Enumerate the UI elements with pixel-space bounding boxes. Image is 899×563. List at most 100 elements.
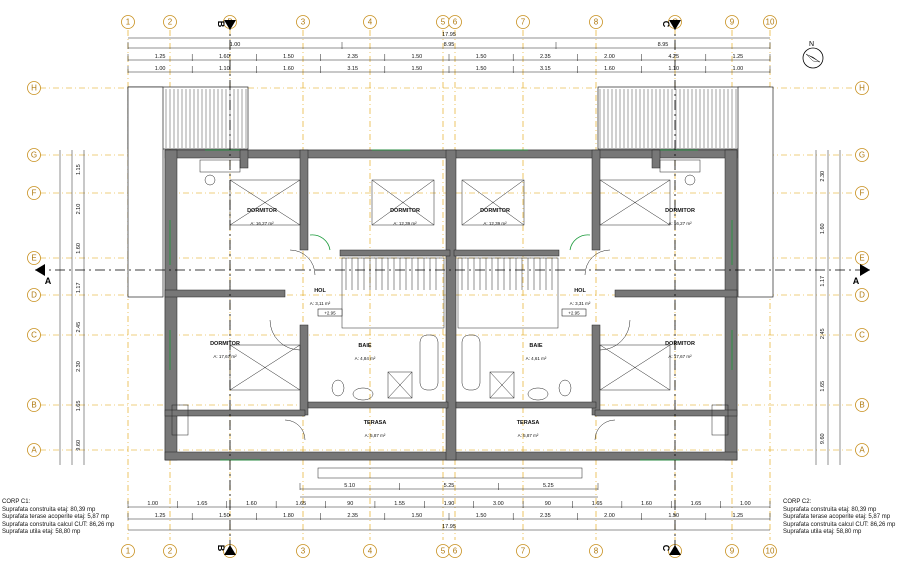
dimension-label: 8.95 — [658, 42, 669, 48]
dimension-label-vertical: 1.65 — [76, 401, 82, 412]
dimension-label: 1.00 — [733, 66, 744, 72]
grid-bubble-row: E — [27, 251, 41, 265]
dimension-label: 2.00 — [604, 513, 615, 519]
notes-c1-line: Suprafata construita etaj: 80,39 mp — [2, 506, 96, 513]
grid-bubble-col: 1 — [121, 15, 135, 29]
grid-row-label: G — [31, 151, 37, 160]
section-a-right-label: A — [853, 276, 860, 286]
section-c-bottom-label: C — [661, 545, 671, 552]
grid-bubble-col: 10 — [763, 15, 777, 29]
dimension-label: 2.35 — [540, 513, 551, 519]
door-swings — [269, 234, 631, 441]
room-area: A: 4,61 m² — [526, 356, 547, 361]
dimension-label: 3.15 — [347, 66, 358, 72]
grid-col-label: 5 — [441, 18, 446, 27]
axis-bubbles: 1122BB334455667788CC991010HHGGFFEEDDCCBB… — [27, 15, 869, 558]
dimension-label-vertical: 9.60 — [76, 440, 82, 451]
dimension-label: 1.50 — [283, 54, 294, 60]
notes-c1-line: Suprafata utila etaj: 58,80 mp — [2, 529, 81, 535]
dimension-label: 1.50 — [219, 513, 230, 519]
grid-bubble-col: 9 — [725, 544, 739, 558]
dimension-overall-top: 17.95 — [442, 32, 456, 38]
grid-col-label: 6 — [453, 547, 458, 556]
section-c-top-label: C — [661, 21, 671, 28]
dimension-label: 1.60 — [283, 66, 294, 72]
room-name: DORMITOR — [210, 341, 240, 347]
grid-row-label: B — [31, 401, 36, 410]
room-area: A: 16,27 m² — [250, 221, 274, 226]
grid-row-label: E — [859, 254, 864, 263]
grid-col-label: 7 — [521, 547, 526, 556]
dimension-label: 8.95 — [444, 42, 455, 48]
grid-col-label: 9 — [730, 18, 735, 27]
grid-bubble-row: B — [855, 398, 869, 412]
dimension-label-vertical: 2.30 — [820, 171, 826, 182]
grid-col-label: 9 — [730, 547, 735, 556]
notes-corp-c2: CORP C2: Suprafata construita etaj: 80,3… — [783, 499, 895, 537]
grid-bubble-col: 7 — [516, 15, 530, 29]
grid-bubble-col: 8 — [589, 15, 603, 29]
dimension-label: 2.00 — [604, 54, 615, 60]
dimension-label: 1.60 — [604, 66, 615, 72]
furniture — [199, 159, 701, 479]
room-name: TERASA — [364, 420, 387, 426]
grid-bubble-col: 10 — [763, 544, 777, 558]
dimension-label-vertical: 1.65 — [820, 381, 826, 392]
dimension-label: 2.35 — [540, 54, 551, 60]
grid-row-label: G — [859, 151, 865, 160]
stairs — [341, 257, 559, 329]
grid-bubble-row: D — [27, 288, 41, 302]
notes-c1-line: Suprafata construita calcul CUT: 86,26 m… — [2, 521, 115, 528]
dimension-label-vertical: 1.17 — [820, 276, 826, 287]
dimension-label: 1.65 — [295, 501, 306, 507]
room-name: DORMITOR — [665, 208, 695, 214]
grid-row-label: C — [31, 331, 37, 340]
grid-bubble-row: C — [27, 328, 41, 342]
room-area: A: 4,84 m² — [355, 356, 376, 361]
dimension-label: 1.60 — [641, 501, 652, 507]
dimension-label: 90 — [545, 501, 551, 507]
grid-row-label: H — [859, 84, 865, 93]
grid-bubble-col: 4 — [363, 15, 377, 29]
grid-col-label: 6 — [453, 18, 458, 27]
dimension-label: 2.35 — [347, 54, 358, 60]
grid-bubble-col: 5 — [436, 544, 450, 558]
bathroom-fixtures — [171, 334, 729, 436]
dimension-label: 1.25 — [733, 54, 744, 60]
section-b-top-label: B — [216, 21, 226, 28]
dimension-labels: 17.95 1.00 8.95 8.95 1.25 1.60 1.50 2.35 1.50 1.5… — [76, 32, 826, 530]
grid-bubble-row: A — [27, 443, 41, 457]
dimension-label-vertical: 1.60 — [820, 223, 826, 234]
notes-c2-line: Suprafata terase acoperite etaj: 5,87 mp — [783, 514, 891, 520]
grid-row-label: D — [859, 291, 865, 300]
grid-col-label: 1 — [126, 547, 131, 556]
grid-col-label: 2 — [168, 18, 173, 27]
grid-col-label: 2 — [168, 547, 173, 556]
notes-c2-line: Suprafata construita calcul CUT: 86,26 m… — [783, 521, 896, 528]
dimension-label: 90 — [347, 501, 353, 507]
grid-bubble-row: A — [855, 443, 869, 457]
top-balconies — [127, 86, 774, 298]
dimension-label: 1.50 — [412, 513, 423, 519]
grid-col-label: 4 — [368, 547, 373, 556]
dimension-label: 1.00 — [230, 42, 241, 48]
dimension-label: 1.00 — [740, 501, 751, 507]
dimension-label: 1.25 — [733, 513, 744, 519]
dimension-label: 4.25 — [668, 54, 679, 60]
room-area: A: 5,87 m² — [365, 433, 386, 438]
room-name: HOL — [574, 288, 586, 294]
dimension-label: 1.25 — [155, 513, 166, 519]
room-area: A: 12,39 m² — [483, 221, 507, 226]
grid-row-label: F — [860, 189, 865, 198]
dimension-label-vertical: 1.17 — [76, 282, 82, 293]
room-area: A: 17,67 m² — [668, 354, 692, 359]
dimension-label: 1.00 — [147, 501, 158, 507]
room-area: A: 5,87 m² — [518, 433, 539, 438]
dimension-label: 3.15 — [540, 66, 551, 72]
room-name: HOL — [314, 288, 326, 294]
notes-c2-title: CORP C2: — [783, 499, 812, 505]
grid-col-label: 10 — [766, 18, 775, 27]
grid-col-label: 3 — [301, 547, 306, 556]
dimension-label: 1.25 — [155, 54, 166, 60]
